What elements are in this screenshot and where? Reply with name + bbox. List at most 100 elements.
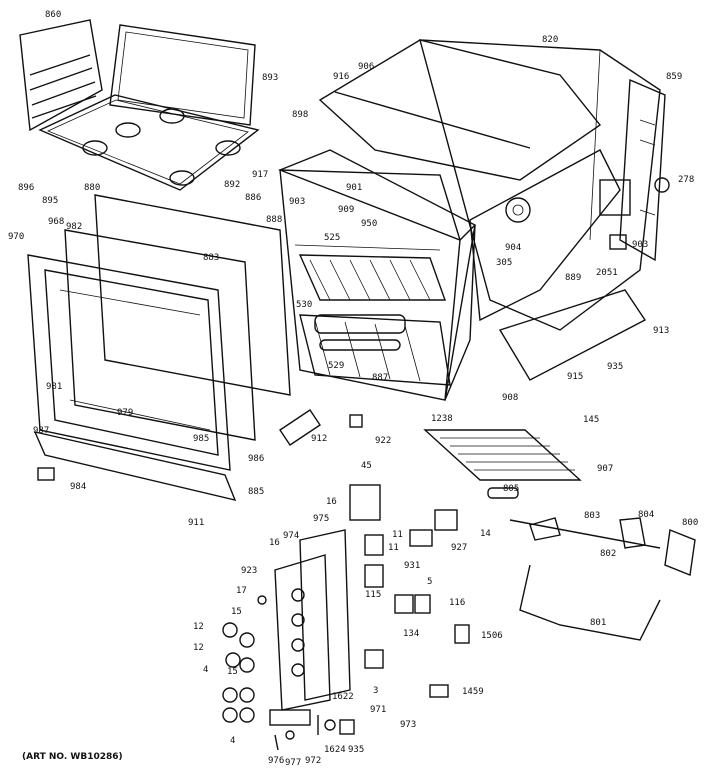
label-912: 912 bbox=[311, 434, 328, 444]
label-305: 305 bbox=[496, 258, 513, 268]
part-small-bottom bbox=[269, 709, 355, 751]
label-903a: 903 bbox=[289, 197, 306, 207]
label-984: 984 bbox=[70, 482, 87, 492]
part-950-liner bbox=[278, 149, 477, 401]
label-12a: 12 bbox=[193, 622, 204, 632]
label-145: 145 bbox=[583, 415, 600, 425]
label-886: 886 bbox=[245, 193, 262, 203]
label-906: 906 bbox=[358, 62, 375, 72]
part-530-element bbox=[314, 314, 406, 351]
label-975a: 975 bbox=[313, 514, 330, 524]
label-1624: 1624 bbox=[324, 745, 346, 755]
label-278: 278 bbox=[678, 175, 695, 185]
label-880: 880 bbox=[84, 183, 101, 193]
part-880-door-inner bbox=[94, 194, 291, 396]
art-number: (ART NO. WB10286) bbox=[22, 752, 123, 762]
label-1459: 1459 bbox=[462, 687, 484, 697]
label-909: 909 bbox=[338, 205, 355, 215]
part-860-panel bbox=[19, 19, 103, 132]
label-935b: 935 bbox=[348, 745, 365, 755]
label-985: 985 bbox=[193, 434, 210, 444]
label-923: 923 bbox=[241, 566, 258, 576]
label-885: 885 bbox=[248, 487, 265, 497]
label-927: 927 bbox=[451, 543, 468, 553]
part-892-plate bbox=[38, 94, 260, 191]
part-switches bbox=[349, 484, 470, 698]
label-115: 115 bbox=[365, 590, 382, 600]
label-979: 979 bbox=[117, 408, 134, 418]
label-14: 14 bbox=[480, 529, 491, 539]
label-970: 970 bbox=[8, 232, 25, 242]
label-11a: 11 bbox=[392, 530, 403, 540]
part-907-grate bbox=[423, 429, 582, 481]
label-805: 805 bbox=[503, 484, 520, 494]
label-134: 134 bbox=[403, 629, 420, 639]
label-17: 17 bbox=[236, 586, 247, 596]
label-525: 525 bbox=[324, 233, 341, 243]
label-903b: 903 bbox=[632, 240, 649, 250]
part-893-glass bbox=[109, 24, 256, 126]
label-974: 974 bbox=[283, 531, 300, 541]
label-896: 896 bbox=[18, 183, 35, 193]
label-16a: 16 bbox=[326, 497, 337, 507]
part-knobs bbox=[222, 595, 267, 723]
part-rear-assembly bbox=[469, 149, 670, 322]
part-820-cabinet bbox=[419, 39, 661, 331]
label-913: 913 bbox=[653, 326, 670, 336]
part-922 bbox=[349, 414, 363, 428]
label-915: 915 bbox=[567, 372, 584, 382]
part-984-clip bbox=[37, 467, 55, 481]
label-973: 973 bbox=[400, 720, 417, 730]
part-859-side bbox=[619, 78, 666, 262]
label-981: 981 bbox=[46, 382, 63, 392]
label-972: 972 bbox=[305, 756, 322, 766]
label-907: 907 bbox=[597, 464, 614, 474]
label-898: 898 bbox=[292, 110, 309, 120]
label-917: 917 bbox=[252, 170, 269, 180]
label-977: 977 bbox=[285, 758, 302, 768]
label-116: 116 bbox=[449, 598, 466, 608]
label-931: 931 bbox=[404, 561, 421, 571]
label-3: 3 bbox=[373, 686, 379, 696]
part-racks bbox=[298, 254, 451, 386]
label-893: 893 bbox=[262, 73, 279, 83]
label-859: 859 bbox=[666, 72, 683, 82]
label-16b: 16 bbox=[269, 538, 280, 548]
label-904: 904 bbox=[505, 243, 522, 253]
label-11b: 11 bbox=[388, 543, 399, 553]
part-912 bbox=[279, 409, 321, 446]
label-820: 820 bbox=[542, 35, 559, 45]
label-530: 530 bbox=[296, 300, 313, 310]
label-12b: 12 bbox=[193, 643, 204, 653]
part-rotisserie bbox=[487, 487, 696, 641]
label-15b: 15 bbox=[227, 667, 238, 677]
label-2051: 2051 bbox=[596, 268, 618, 278]
label-908: 908 bbox=[502, 393, 519, 403]
label-803: 803 bbox=[584, 511, 601, 521]
label-1238: 1238 bbox=[431, 414, 453, 424]
label-895: 895 bbox=[42, 196, 59, 206]
label-935a: 935 bbox=[607, 362, 624, 372]
label-804: 804 bbox=[638, 510, 655, 520]
label-15a: 15 bbox=[231, 607, 242, 617]
label-911: 911 bbox=[188, 518, 205, 528]
label-976: 976 bbox=[268, 756, 285, 766]
part-control-panel bbox=[274, 529, 351, 711]
part-door-frame bbox=[27, 254, 231, 471]
part-906-top bbox=[318, 39, 602, 181]
label-802: 802 bbox=[600, 549, 617, 559]
label-883: 883 bbox=[203, 253, 220, 263]
label-987: 987 bbox=[33, 426, 50, 436]
label-4a: 4 bbox=[203, 665, 209, 675]
label-800: 800 bbox=[682, 518, 699, 528]
label-922: 922 bbox=[375, 436, 392, 446]
label-889: 889 bbox=[565, 273, 582, 283]
part-913-bottom bbox=[498, 289, 647, 381]
label-892: 892 bbox=[224, 180, 241, 190]
label-1506: 1506 bbox=[481, 631, 503, 641]
label-801: 801 bbox=[590, 618, 607, 628]
label-887: 887 bbox=[372, 373, 389, 383]
label-971: 971 bbox=[370, 705, 387, 715]
